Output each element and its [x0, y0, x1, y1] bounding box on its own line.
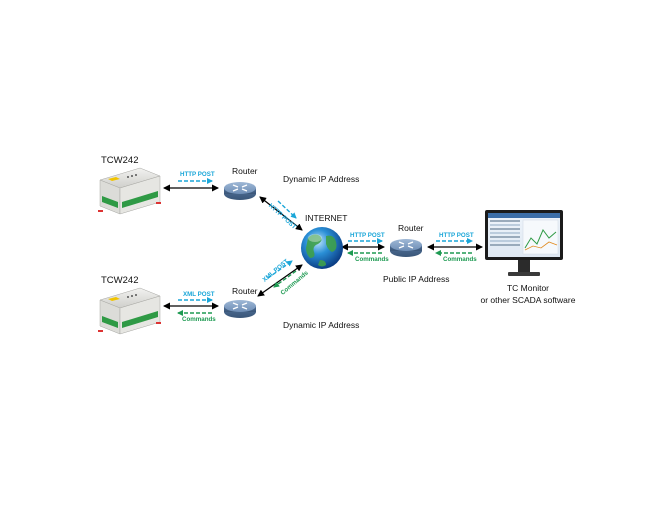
router-label-bottom: Router [232, 286, 258, 296]
globe-icon [301, 227, 343, 269]
monitor-icon [485, 210, 563, 276]
commands-label-globe-router: Commands [355, 256, 389, 263]
tcw242-device-bottom [98, 287, 161, 335]
link-line-bottom-diag [257, 264, 303, 297]
public-ip-label: Public IP Address [383, 274, 450, 284]
commands-arrow-bottom-diag [273, 270, 297, 288]
device-label-top: TCW242 [101, 155, 139, 166]
monitor-label-line2: or other SCADA software [480, 295, 576, 305]
commands-label-bottom-left: Commands [182, 316, 216, 323]
http-post-label-top-left: HTTP POST [180, 171, 215, 178]
dynamic-ip-label-bottom: Dynamic IP Address [283, 320, 360, 330]
tcw242-device-top [98, 167, 161, 215]
monitor-label-line1: TC Monitor [506, 283, 550, 293]
link-line-top-diag [259, 196, 303, 231]
http-post-label-globe-router: HTTP POST [350, 232, 385, 239]
post-arrow-top-diag [277, 200, 297, 219]
dynamic-ip-label-top: Dynamic IP Address [283, 174, 360, 184]
xml-post-label-bottom-left: XML POST [183, 291, 215, 298]
device-label-bottom: TCW242 [101, 275, 139, 286]
internet-label: INTERNET [305, 213, 348, 223]
router-label-right: Router [398, 223, 424, 233]
router-icon-bottom [224, 300, 256, 318]
commands-label-router-monitor: Commands [443, 256, 477, 263]
router-icon-right [390, 239, 422, 257]
router-label-top: Router [232, 166, 258, 176]
router-icon-top [224, 182, 256, 200]
post-arrow-bottom-diag [267, 260, 293, 279]
http-post-label-router-monitor: HTTP POST [439, 232, 474, 239]
